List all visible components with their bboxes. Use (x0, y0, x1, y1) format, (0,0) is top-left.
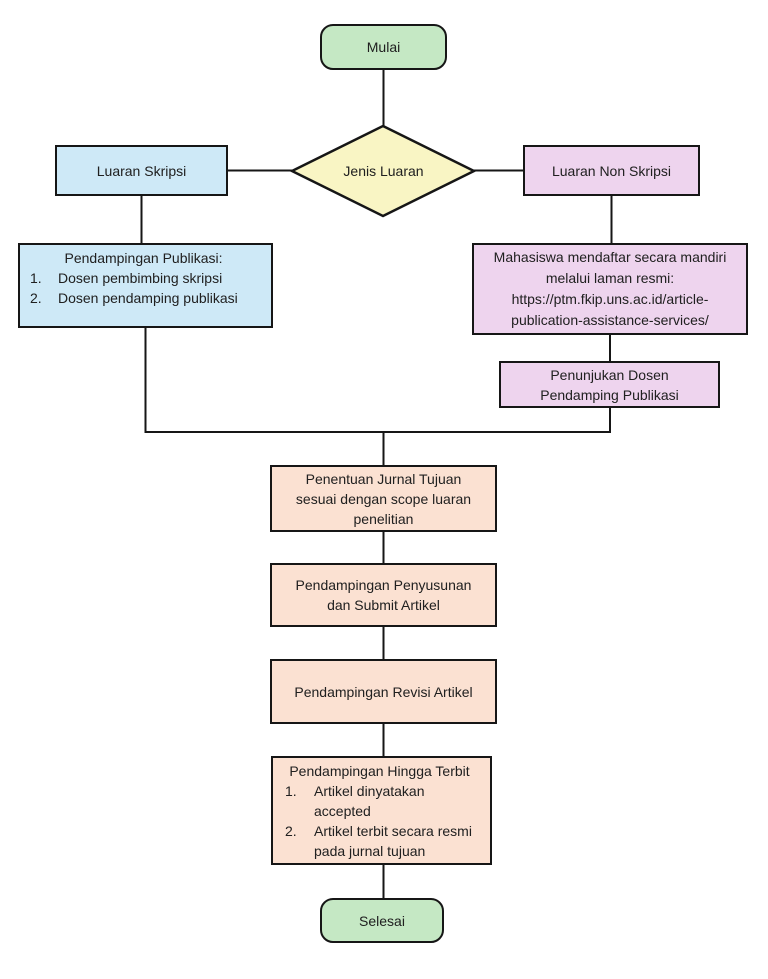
list-item: 1. Dosen pembimbing skripsi (20, 268, 267, 288)
list-item-text: Dosen pendamping publikasi (58, 290, 238, 306)
node-penentuan-jurnal-label: Penentuan Jurnal Tujuan sesuai dengan sc… (295, 470, 472, 527)
node-penunjukan-dosen-label: Penunjukan Dosen Pendamping Publikasi (540, 366, 679, 403)
list-item-number: 2. (285, 823, 297, 839)
node-luaran-non-skripsi-label: Luaran Non Skripsi (551, 162, 672, 179)
list-item-number: 1. (30, 270, 42, 286)
node-penyusunan-submit: Pendampingan Penyusunan dan Submit Artik… (270, 563, 497, 627)
node-jenis-luaran-label: Jenis Luaran (343, 163, 424, 179)
node-hingga-terbit: Pendampingan Hingga Terbit 1. Artikel di… (271, 756, 492, 865)
node-mahasiswa-mendaftar-label: Mahasiswa mendaftar secara mandiri melal… (493, 249, 727, 328)
list-item: 2. Artikel terbit secara resmi pada jurn… (273, 821, 486, 861)
list-item-number: 2. (30, 290, 42, 306)
list-item-text: Artikel terbit secara resmi pada jurnal … (314, 823, 472, 859)
node-penyusunan-submit-label: Pendampingan Penyusunan dan Submit Artik… (295, 577, 472, 613)
list-item-text: Dosen pembimbing skripsi (58, 270, 223, 286)
node-luaran-skripsi: Luaran Skripsi (55, 145, 228, 196)
node-selesai: Selesai (320, 898, 444, 943)
node-pendampingan-publikasi: Pendampingan Publikasi: 1. Dosen pembimb… (18, 243, 273, 328)
node-mulai: Mulai (320, 24, 447, 70)
node-revisi-artikel: Pendampingan Revisi Artikel (270, 659, 497, 724)
pendampingan-publikasi-title: Pendampingan Publikasi: (64, 250, 223, 266)
node-luaran-skripsi-label: Luaran Skripsi (96, 162, 187, 179)
list-item-text: Artikel dinyatakan accepted (314, 783, 425, 819)
node-mahasiswa-mendaftar: Mahasiswa mendaftar secara mandiri melal… (472, 243, 748, 335)
node-luaran-non-skripsi: Luaran Non Skripsi (523, 145, 700, 196)
list-item: 2. Dosen pendamping publikasi (20, 288, 267, 308)
list-item: 1. Artikel dinyatakan accepted (273, 781, 486, 821)
node-penentuan-jurnal: Penentuan Jurnal Tujuan sesuai dengan sc… (270, 465, 497, 532)
hingga-terbit-title: Pendampingan Hingga Terbit (289, 763, 470, 779)
list-item-number: 1. (285, 783, 297, 799)
node-penunjukan-dosen: Penunjukan Dosen Pendamping Publikasi (499, 361, 720, 408)
node-mulai-label: Mulai (366, 39, 401, 55)
node-selesai-label: Selesai (359, 912, 405, 929)
decision-diamond-shape (289, 124, 477, 218)
node-revisi-artikel-label: Pendampingan Revisi Artikel (294, 683, 473, 700)
